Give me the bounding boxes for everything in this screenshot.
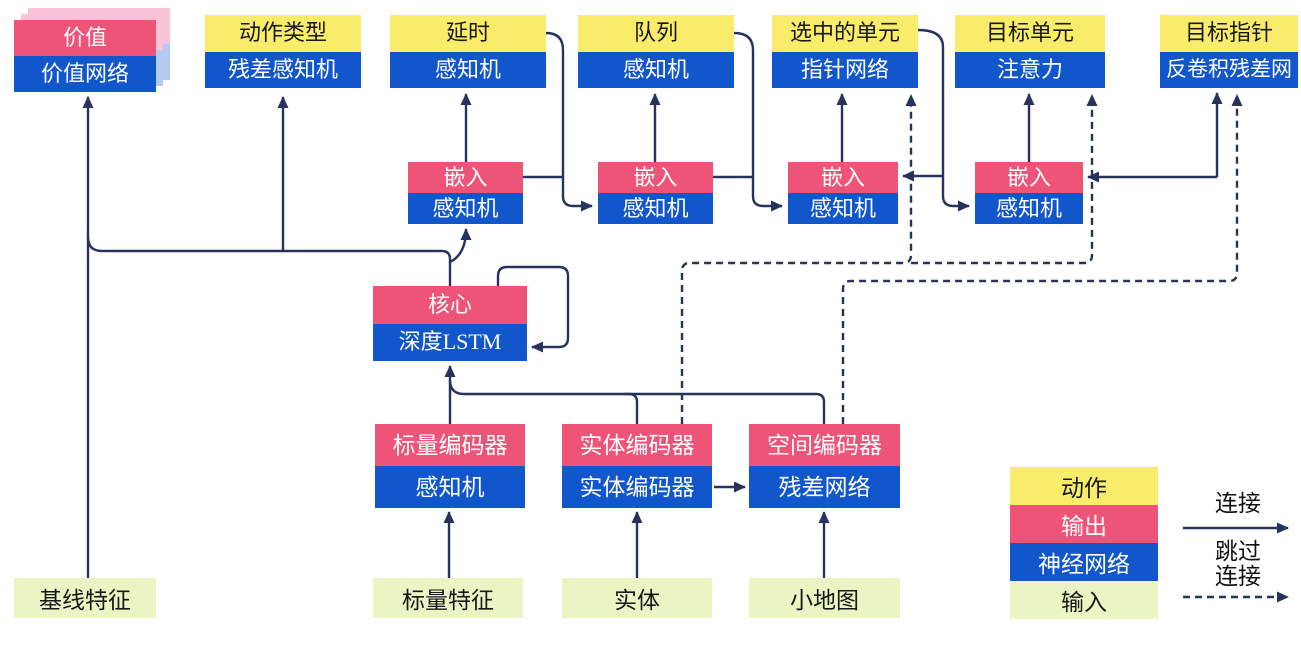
node-spatial-encoder-top-label: 空间编码器	[749, 424, 900, 466]
node-queue: 队列 感知机	[578, 15, 734, 88]
node-entity-encoder-bottom-label: 实体编码器	[562, 466, 712, 508]
node-embed-3: 嵌入 感知机	[788, 162, 898, 224]
node-embed-3-bottom-label: 感知机	[788, 193, 898, 224]
node-value-head-label: 价值	[14, 20, 156, 56]
node-value: 价值 价值网络	[14, 20, 156, 92]
legend-skip-label-2: 连接	[1215, 564, 1261, 589]
line-spatial-out	[448, 379, 826, 424]
line-entity-out	[624, 392, 639, 424]
node-spatial-encoder-bottom-label: 残差网络	[749, 466, 900, 508]
node-entity-encoder: 实体编码器 实体编码器	[562, 424, 712, 508]
node-target-unit-net-label: 注意力	[955, 51, 1105, 88]
node-delay: 延时 感知机	[390, 15, 546, 88]
node-selected-units: 选中的单元 指针网络	[772, 15, 918, 88]
node-queue-head-label: 队列	[578, 15, 734, 52]
skip-entity-to-targetunit	[911, 94, 1098, 265]
node-scalar-encoder: 标量编码器 感知机	[375, 424, 525, 508]
arrow-core-self-loop	[496, 265, 570, 353]
node-embed-4-top-label: 嵌入	[975, 162, 1083, 193]
legend-action: 动作	[1010, 467, 1158, 505]
skip-entity-to-selected	[680, 94, 917, 424]
node-baseline-features: 基线特征	[14, 578, 156, 618]
node-embed-4: 嵌入 感知机	[975, 162, 1083, 224]
node-target-point: 目标指针 反卷积残差网	[1160, 15, 1298, 88]
node-core: 核心 深度LSTM	[373, 286, 527, 361]
node-scalar-features: 标量特征	[373, 578, 523, 618]
node-core-top-label: 核心	[373, 286, 527, 324]
node-entity-encoder-top-label: 实体编码器	[562, 424, 712, 466]
line-core-trunk	[86, 236, 452, 286]
node-scalar-encoder-top-label: 标量编码器	[375, 424, 525, 466]
node-scalar-encoder-bottom-label: 感知机	[375, 466, 525, 508]
node-embed-2-bottom-label: 感知机	[598, 193, 713, 224]
node-target-unit-head-label: 目标单元	[955, 15, 1105, 52]
node-selected-units-net-label: 指针网络	[772, 51, 918, 88]
node-delay-net-label: 感知机	[390, 51, 546, 88]
node-target-point-net-label: 反卷积残差网	[1160, 51, 1298, 88]
node-action-type: 动作类型 残差感知机	[205, 15, 361, 88]
legend-output: 输出	[1010, 505, 1158, 543]
node-embed-1-bottom-label: 感知机	[408, 193, 523, 224]
node-queue-net-label: 感知机	[578, 51, 734, 88]
node-minimap: 小地图	[749, 578, 900, 618]
arrow-queue-to-embed3	[733, 31, 783, 212]
node-embed-1-top-label: 嵌入	[408, 162, 523, 193]
skip-spatial-to-targetpoint	[841, 94, 1243, 424]
node-action-type-head-label: 动作类型	[205, 15, 361, 52]
legend-network: 神经网络	[1010, 543, 1158, 581]
node-selected-units-head-label: 选中的单元	[772, 15, 918, 52]
node-action-type-net-label: 残差感知机	[205, 51, 361, 88]
node-target-unit: 目标单元 注意力	[955, 15, 1105, 88]
node-embed-2-top-label: 嵌入	[598, 162, 713, 193]
arrow-selected-to-embed4	[917, 28, 970, 212]
node-spatial-encoder: 空间编码器 残差网络	[749, 424, 900, 508]
node-core-bottom-label: 深度LSTM	[373, 323, 527, 361]
node-embed-4-bottom-label: 感知机	[975, 193, 1083, 224]
node-embed-1: 嵌入 感知机	[408, 162, 523, 224]
node-embed-3-top-label: 嵌入	[788, 162, 898, 193]
legend-input: 输入	[1010, 581, 1158, 619]
node-value-net-label: 价值网络	[14, 56, 156, 92]
node-target-point-head-label: 目标指针	[1160, 15, 1298, 52]
node-entities: 实体	[562, 578, 712, 618]
node-embed-2: 嵌入 感知机	[598, 162, 713, 224]
arrow-delay-to-embed2	[545, 31, 593, 212]
legend-skip-label-1: 跳过	[1215, 539, 1261, 564]
arrow-core-to-embed1	[449, 228, 472, 264]
node-delay-head-label: 延时	[390, 15, 546, 52]
legend-connection-label: 连接	[1215, 491, 1261, 516]
